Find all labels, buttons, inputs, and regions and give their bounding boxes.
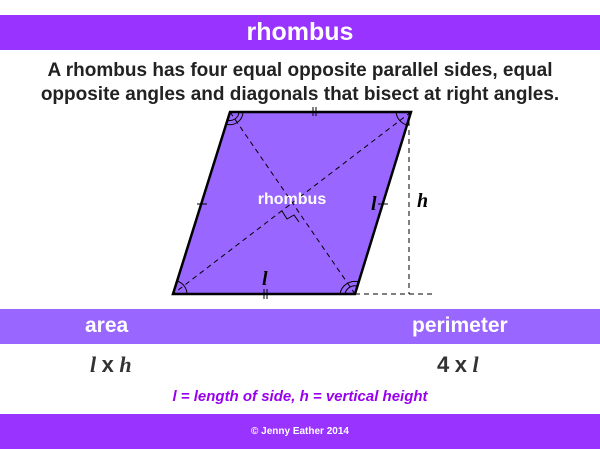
perimeter-operator: x	[454, 352, 467, 377]
area-var-h: h	[119, 352, 132, 377]
bottom-side-label: l	[262, 268, 268, 290]
page-title: rhombus	[246, 18, 354, 46]
area-operator: x	[101, 352, 114, 377]
perimeter-formula: 4 x l	[437, 352, 479, 378]
diagonal-1	[229, 111, 356, 295]
right-angle-mark	[281, 210, 300, 223]
angle-arcs	[176, 111, 408, 295]
title-bar: rhombus	[0, 15, 600, 50]
shape-label: rhombus	[258, 191, 327, 208]
diagonal-2	[172, 111, 412, 295]
tick-marks	[197, 107, 388, 299]
area-var-l: l	[90, 352, 97, 377]
area-heading: area	[85, 314, 129, 337]
rhombus-diagram: rhombus l l h	[171, 107, 433, 299]
area-formula: l x h	[90, 352, 132, 378]
side-label: l	[371, 193, 377, 215]
description-line-2: opposite angles and diagonals that bisec…	[40, 84, 560, 105]
copyright: © Jenny Eather 2014	[251, 426, 349, 437]
perimeter-heading: perimeter	[412, 314, 508, 337]
formula-header-bar: area perimeter	[0, 309, 600, 344]
description-line-1: A rhombus has four equal opposite parall…	[47, 60, 553, 81]
perimeter-var-l: l	[472, 352, 479, 377]
variable-legend: l = length of side, h = vertical height	[172, 388, 428, 405]
height-label: h	[417, 190, 428, 212]
footer: © Jenny Eather 2014	[0, 414, 600, 449]
description: A rhombus has four equal opposite parall…	[0, 59, 600, 107]
perimeter-number: 4	[437, 352, 450, 377]
